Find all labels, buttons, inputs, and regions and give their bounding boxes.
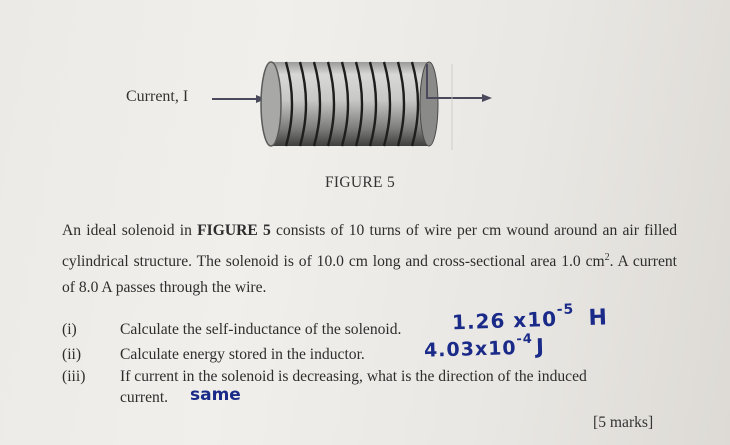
- answer-2-unit: J: [535, 334, 546, 359]
- question-3-continued: current.: [120, 389, 168, 407]
- question-number: (i): [62, 321, 77, 338]
- answer-1-unit: H: [588, 304, 609, 331]
- answer-2-exponent: -4: [516, 331, 534, 347]
- question-number: (iii): [62, 368, 86, 385]
- figure-caption: FIGURE 5: [325, 174, 396, 191]
- current-label: Current, I: [126, 88, 189, 105]
- outgoing-arrowhead: [482, 94, 492, 102]
- handwritten-answer-1: 1.26 x10-5 H: [451, 301, 609, 335]
- statement-text-1: An ideal solenoid in: [62, 222, 198, 239]
- cylinder-left-end: [260, 61, 282, 147]
- statement-text-3: . A current of 8.0 A passes through the …: [62, 252, 677, 297]
- question-text-continued: current.: [120, 389, 169, 406]
- area-exponent: 2: [604, 251, 610, 263]
- question-text: Calculate the self-inductance of the sol…: [120, 321, 402, 338]
- question-text: If current in the solenoid is decreasing…: [120, 368, 587, 385]
- answer-2-value: 4.03x10: [423, 337, 517, 362]
- answer-1-value: 1.26 x10: [451, 306, 558, 335]
- statement-text-2: consists of 10 turns of wire per cm woun…: [62, 222, 678, 270]
- figure-reference: FIGURE 5: [197, 222, 271, 239]
- outgoing-wire: [426, 64, 482, 99]
- handwritten-answer-3: same: [190, 385, 241, 405]
- question-number: (ii): [62, 346, 82, 363]
- answer-1-exponent: -5: [556, 301, 575, 319]
- solenoid-figure: Current, I: [0, 0, 730, 200]
- problem-statement: An ideal solenoid in FIGURE 5 consists o…: [62, 218, 677, 302]
- cylinder-right-end: [419, 61, 439, 147]
- answer-3-value: same: [190, 385, 241, 405]
- solenoid-cylinder: [271, 62, 429, 146]
- solenoid-windings: [284, 61, 420, 147]
- marks-indicator: [5 marks]: [593, 414, 654, 431]
- question-text: Calculate energy stored in the inductor.: [120, 346, 365, 363]
- solenoid-diagram: [212, 61, 492, 150]
